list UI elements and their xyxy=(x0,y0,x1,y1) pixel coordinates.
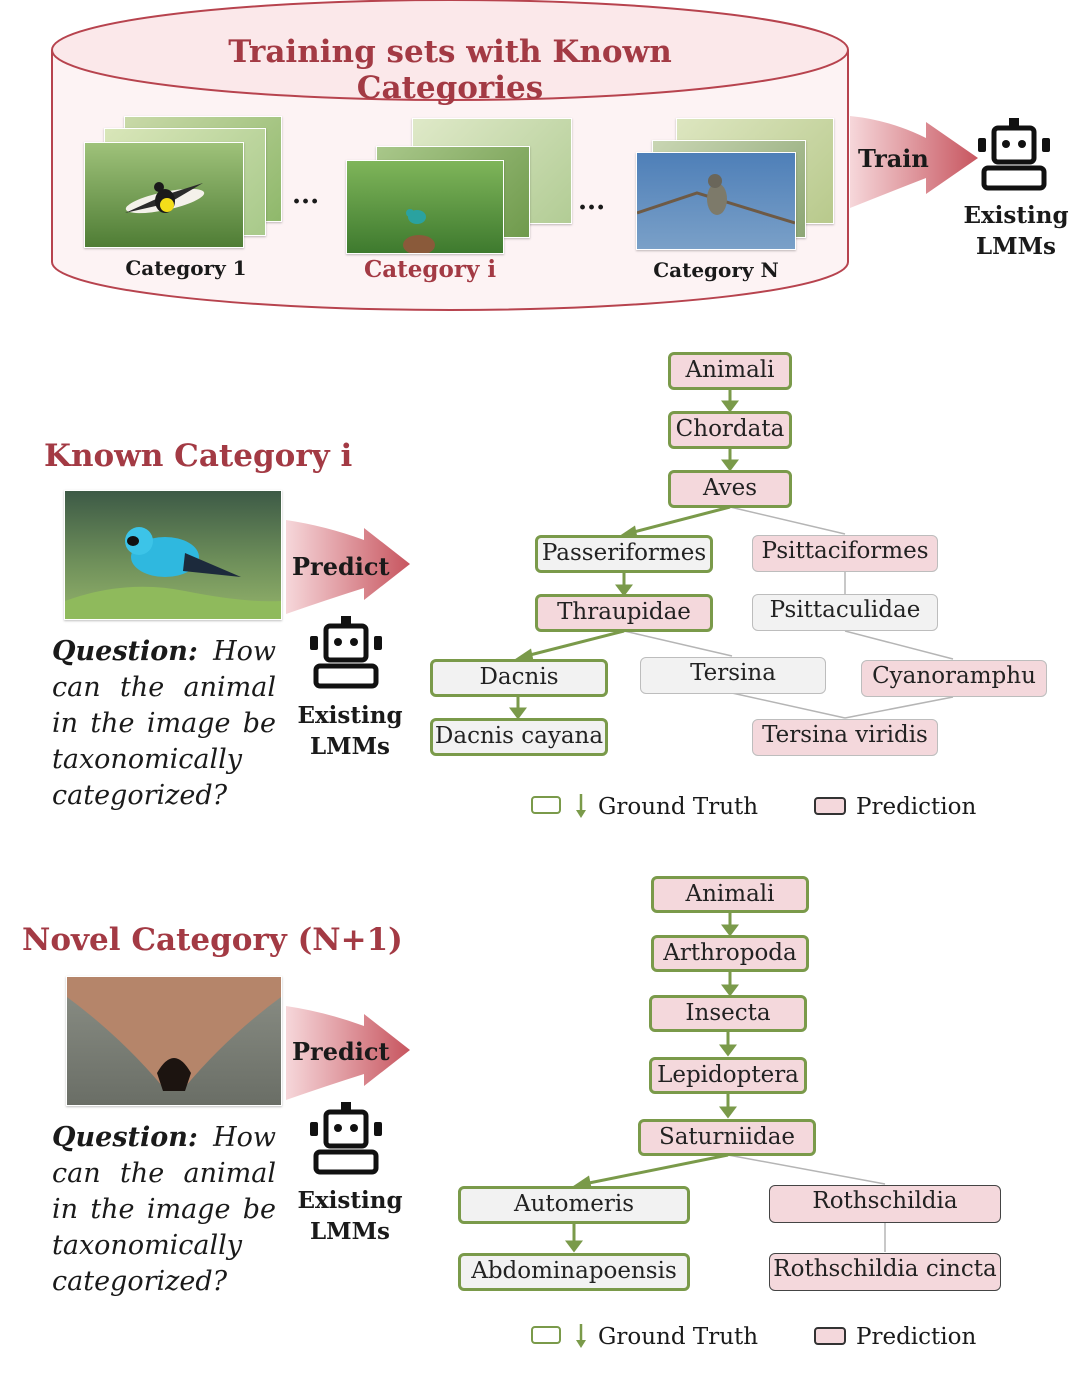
novel-question-lead: Question: xyxy=(52,1122,198,1153)
known-node-aves: Aves xyxy=(668,470,792,508)
known-node-passeriformes: Passeriformes xyxy=(535,535,713,573)
train-arrow xyxy=(850,116,978,208)
known-legend-gt-swatch xyxy=(531,796,561,814)
novel-node-insecta: Insecta xyxy=(649,995,807,1032)
bird-perched-image xyxy=(403,209,435,253)
category-n-photo xyxy=(636,152,796,250)
known-legend-gt-label: Ground Truth xyxy=(598,794,759,820)
category-1-label: Category 1 xyxy=(125,256,247,280)
novel-node-rothschildia-cincta: Rothschildia cincta xyxy=(769,1253,1001,1291)
novel-legend-pred-swatch xyxy=(814,1327,846,1345)
category-i-photo xyxy=(346,160,504,254)
known-node-tersina: Tersina xyxy=(640,657,826,694)
flycatcher-image xyxy=(637,174,795,225)
known-bird-photo xyxy=(64,490,282,620)
moth-image xyxy=(67,977,281,1091)
known-category-title: Known Category i xyxy=(44,438,353,474)
bird-flying-image xyxy=(125,182,205,214)
novel-moth-photo xyxy=(66,976,282,1106)
known-predict-label: Predict xyxy=(292,552,390,581)
category-n-label: Category N xyxy=(653,258,779,282)
known-node-dacnis-cayana: Dacnis cayana xyxy=(430,718,608,756)
novel-node-automeris: Automeris xyxy=(458,1186,690,1224)
known-predict-arrow xyxy=(286,520,410,614)
known-node-tersina-viridis: Tersina viridis xyxy=(752,719,938,756)
novel-legend-arrow-icon xyxy=(576,1324,586,1348)
known-legend-pred-label: Prediction xyxy=(856,794,977,820)
known-question-lead: Question: xyxy=(52,636,198,667)
novel-node-rothschildia: Rothschildia xyxy=(769,1185,1001,1223)
novel-legend-gt-label: Ground Truth xyxy=(598,1324,759,1350)
training-title: Training sets with Known Categories xyxy=(228,34,672,106)
category-1-photo xyxy=(84,142,244,248)
novel-node-arthropoda: Arthropoda xyxy=(651,935,809,972)
model-label-top-line2: LMMs xyxy=(975,233,1057,260)
known-model-label-line1: Existing xyxy=(297,702,403,729)
model-label-top: Existing LMMs xyxy=(956,200,1076,262)
blue-bird-image xyxy=(65,527,281,619)
known-question-text: How can the animal in the image be taxon… xyxy=(52,636,276,811)
known-legend-arrow-icon xyxy=(576,794,586,818)
known-node-animali: Animali xyxy=(668,352,792,390)
train-label: Train xyxy=(858,144,929,173)
novel-node-abdominapoensis: Abdominapoensis xyxy=(458,1253,690,1291)
novel-category-title: Novel Category (N+1) xyxy=(22,922,403,958)
novel-model-label: Existing LMMs xyxy=(290,1185,410,1247)
novel-node-lepidoptera: Lepidoptera xyxy=(649,1057,807,1094)
novel-predict-label: Predict xyxy=(292,1037,390,1066)
known-model-label: Existing LMMs xyxy=(290,700,410,762)
novel-model-label-line2: LMMs xyxy=(309,1218,391,1245)
ellipsis-2: ... xyxy=(578,186,606,216)
robot-icon xyxy=(978,118,1050,191)
novel-node-animali: Animali xyxy=(651,876,809,913)
novel-question-text: How can the animal in the image be taxon… xyxy=(52,1122,276,1297)
known-node-chordata: Chordata xyxy=(668,411,792,449)
known-node-psittaciformes: Psittaciformes xyxy=(752,535,938,572)
robot-icon xyxy=(310,616,382,689)
robot-icon xyxy=(310,1102,382,1175)
novel-model-label-line1: Existing xyxy=(297,1187,403,1214)
model-label-top-line1: Existing xyxy=(963,202,1069,229)
novel-question: Question: How can the animal in the imag… xyxy=(52,1120,276,1300)
novel-predict-arrow xyxy=(286,1006,410,1100)
novel-node-saturniidae: Saturniidae xyxy=(638,1119,816,1156)
known-node-dacnis: Dacnis xyxy=(430,659,608,697)
known-node-cyanoramphu: Cyanoramphu xyxy=(861,660,1047,697)
known-legend-pred-swatch xyxy=(814,797,846,815)
category-i-label: Category i xyxy=(363,256,497,283)
known-node-thraupidae: Thraupidae xyxy=(535,594,713,632)
novel-legend-gt-swatch xyxy=(531,1326,561,1344)
known-model-label-line2: LMMs xyxy=(309,733,391,760)
novel-legend-pred-label: Prediction xyxy=(856,1324,977,1350)
ellipsis-1: ... xyxy=(292,180,320,210)
known-node-psittaculidae: Psittaculidae xyxy=(752,594,938,631)
known-question: Question: How can the animal in the imag… xyxy=(52,634,276,814)
